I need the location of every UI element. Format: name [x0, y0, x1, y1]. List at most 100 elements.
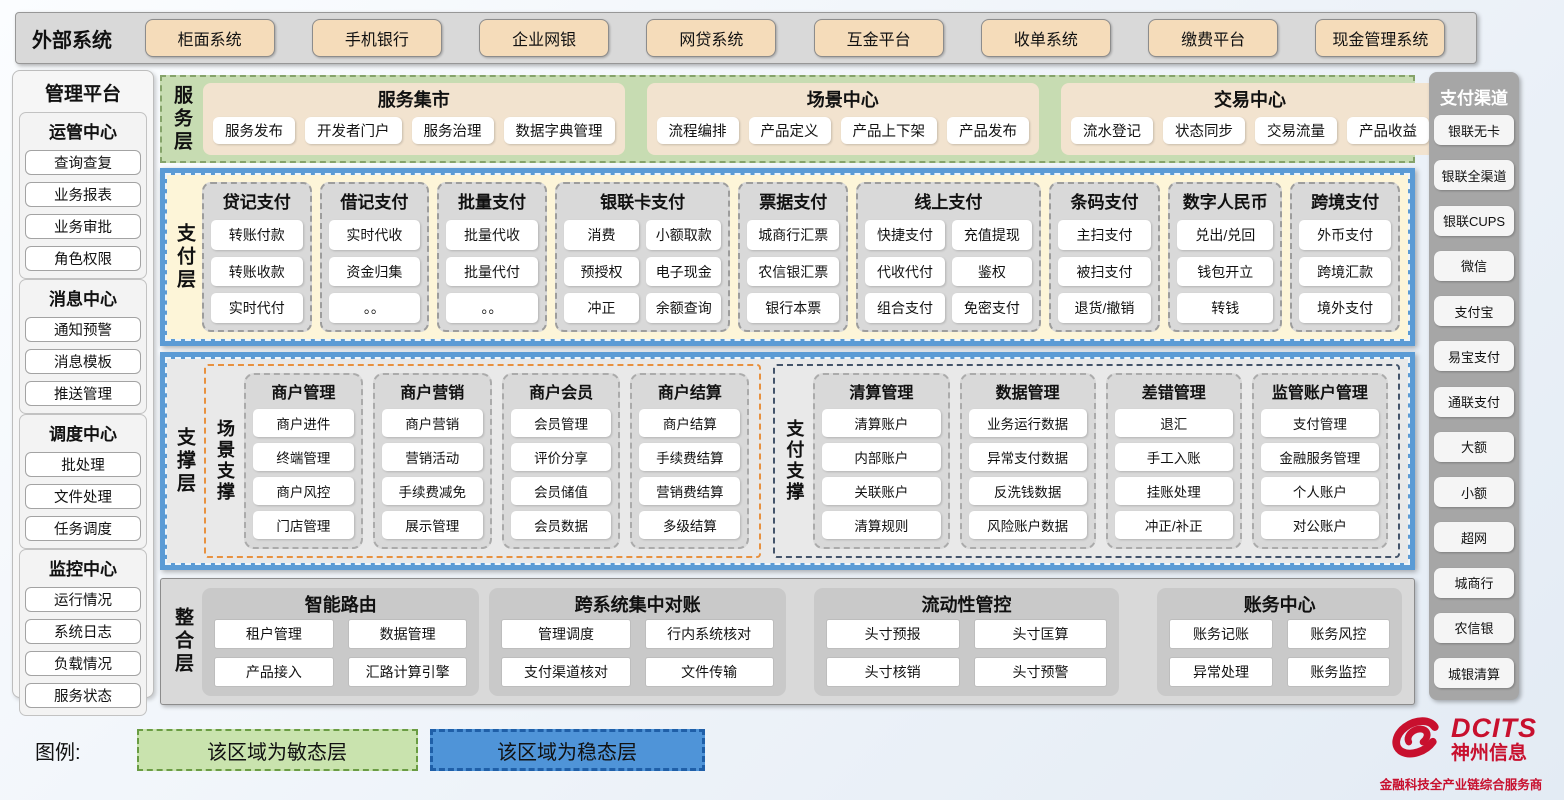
payment-row: 兑出/兑回 — [1177, 220, 1274, 250]
integration-panel-grid: 头寸预报头寸匡算头寸核销头寸预警 — [825, 618, 1108, 687]
support-item-box: 关联账户 — [822, 477, 941, 505]
integration-layer: 整合层 智能路由租户管理数据管理产品接入汇路计算引擎跨系统集中对账管理调度行内系… — [160, 578, 1415, 705]
support-item-box: 展示管理 — [381, 511, 483, 539]
integration-panel: 智能路由租户管理数据管理产品接入汇路计算引擎 — [202, 587, 480, 696]
payment-item-box: 实时代收 — [328, 220, 421, 250]
service-layer: 服务层 服务集市服务发布开发者门户服务治理数据字典管理场景中心流程编排产品定义产… — [160, 75, 1439, 163]
channel-item-box: 易宝支付 — [1434, 341, 1514, 372]
management-item-box: 消息模板 — [25, 349, 141, 374]
external-system-box: 互金平台 — [813, 19, 944, 57]
integration-item-box: 数据管理 — [347, 618, 468, 649]
payment-item-box: 境外支付 — [1299, 293, 1391, 324]
support-item-box: 营销费结算 — [639, 477, 741, 505]
management-group-title: 消息中心 — [49, 290, 117, 309]
service-panel: 场景中心流程编排产品定义产品上下架产品发布 — [646, 83, 1039, 155]
integration-panel-grid: 账务记账账务风控异常处理账务监控 — [1169, 618, 1390, 687]
payment-item-box: 资金归集 — [328, 256, 421, 287]
payment-item-box: 冲正 — [563, 293, 640, 324]
external-system-box: 收单系统 — [980, 19, 1111, 57]
support-item-box: 多级结算 — [639, 511, 741, 539]
management-group-title: 运管中心 — [49, 123, 117, 142]
payment-column-title: 贷记支付 — [222, 193, 291, 212]
support-column: 商户会员会员管理评价分享会员储值会员数据 — [501, 373, 621, 549]
payment-item-box: 转账付款 — [211, 220, 303, 250]
service-panel-items: 流程编排产品定义产品上下架产品发布 — [656, 112, 1029, 155]
support-item-box: 会员数据 — [510, 511, 612, 539]
service-item-box: 流程编排 — [656, 116, 739, 144]
payment-row: 被扫支付 — [1057, 256, 1152, 287]
payment-item-box: 小额取款 — [646, 220, 722, 250]
support-item-box: 风险账户数据 — [968, 511, 1087, 539]
integration-panels: 智能路由租户管理数据管理产品接入汇路计算引擎跨系统集中对账管理调度行内系统核对支… — [202, 587, 1402, 696]
payment-item-box: 退货/撤销 — [1057, 293, 1152, 324]
service-panel-title: 场景中心 — [806, 90, 879, 110]
management-item-box: 角色权限 — [25, 246, 141, 271]
payment-item-box: 批量代收 — [446, 220, 538, 250]
channel-item-box: 银联全渠道 — [1434, 160, 1514, 191]
payment-item-box: 。。 — [446, 293, 538, 324]
payment-row: 实时代付 — [211, 293, 303, 324]
payment-item-box: 组合支付 — [865, 293, 945, 324]
channel-item-box: 银联CUPS — [1434, 205, 1514, 236]
management-item-box: 服务状态 — [25, 683, 141, 708]
payment-row: 转账付款 — [211, 220, 303, 250]
service-panel-title: 服务集市 — [377, 90, 450, 110]
management-group: 消息中心通知预警消息模板推送管理 — [19, 279, 147, 414]
integration-item-box: 行内系统核对 — [644, 618, 774, 649]
support-section-scene: 场景支撑商户管理商户进件终端管理商户风控门店管理商户营销商户营销营销活动手续费减… — [204, 364, 762, 558]
payment-column-title: 条码支付 — [1070, 193, 1139, 212]
payment-row: 预授权电子现金 — [563, 256, 722, 287]
dcits-logo: DCITS 神州信息 金融科技全产业链综合服务商 — [1376, 708, 1546, 793]
channel-item-box: 银联无卡 — [1434, 115, 1514, 145]
support-item-box: 清算账户 — [822, 409, 941, 437]
support-item-box: 金融服务管理 — [1260, 443, 1380, 471]
support-item-box: 对公账户 — [1260, 511, 1380, 539]
external-system-box: 企业网银 — [479, 19, 610, 57]
payment-item-box: 转钱 — [1177, 293, 1274, 324]
integration-panel: 流动性管控头寸预报头寸匡算头寸核销头寸预警 — [813, 587, 1120, 696]
payment-column: 票据支付城商行汇票农信银汇票银行本票 — [738, 182, 849, 332]
management-group: 监控中心运行情况系统日志负载情况服务状态 — [19, 549, 147, 716]
integration-item-box: 汇路计算引擎 — [347, 656, 468, 687]
integration-panel-grid: 租户管理数据管理产品接入汇路计算引擎 — [214, 618, 468, 687]
channel-item-box: 微信 — [1434, 250, 1514, 281]
support-column: 差错管理退汇手工入账挂账处理冲正/补正 — [1105, 373, 1242, 549]
management-group: 调度中心批处理文件处理任务调度 — [19, 414, 147, 549]
payment-item-box: 农信银汇票 — [747, 256, 840, 287]
support-sections: 场景支撑商户管理商户进件终端管理商户风控门店管理商户营销商户营销营销活动手续费减… — [204, 364, 1400, 558]
support-item-box: 门店管理 — [253, 511, 354, 539]
payment-row: 实时代收 — [328, 220, 421, 250]
support-item-box: 商户结算 — [639, 409, 741, 437]
payment-row: 冲正余额查询 — [563, 293, 722, 324]
integration-item-box: 账务风控 — [1286, 618, 1390, 649]
payment-item-box: 预授权 — [563, 256, 640, 287]
external-system-box: 手机银行 — [311, 19, 442, 57]
payment-item-box: 实时代付 — [211, 293, 303, 324]
channel-item-box: 城银清算 — [1434, 658, 1514, 688]
payment-item-box: 消费 — [563, 220, 640, 250]
payment-item-box: 被扫支付 — [1057, 256, 1152, 287]
payment-row: 农信银汇票 — [747, 256, 840, 287]
payment-layer: 支付层 贷记支付转账付款转账收款实时代付借记支付实时代收资金归集。。批量支付批量… — [160, 168, 1415, 346]
payment-column: 线上支付快捷支付充值提现代收代付鉴权组合支付免密支付 — [856, 182, 1041, 332]
support-item-box: 商户风控 — [253, 477, 354, 505]
integration-item-box: 头寸核销 — [825, 656, 960, 687]
integration-item-box: 头寸预报 — [825, 618, 960, 649]
support-section-label: 支付支撑 — [784, 419, 805, 503]
support-item-box: 清算规则 — [822, 511, 941, 539]
management-item-box: 批处理 — [25, 452, 141, 477]
support-layer-label: 支撑层 — [174, 426, 195, 496]
management-group-title: 调度中心 — [49, 425, 117, 444]
support-item-box: 商户营销 — [381, 409, 483, 437]
dcits-logo-name: DCITS — [1451, 713, 1537, 744]
support-item-box: 营销活动 — [381, 443, 483, 471]
management-platform-panel: 管理平台 运管中心查询查复业务报表业务审批角色权限消息中心通知预警消息模板推送管… — [12, 70, 154, 716]
integration-item-box: 文件传输 — [644, 656, 774, 687]
channel-item-box: 通联支付 — [1434, 386, 1514, 417]
payment-item-box: 鉴权 — [951, 256, 1032, 287]
legend-label: 图例: — [35, 741, 81, 764]
integration-item-box: 产品接入 — [214, 656, 334, 687]
support-column: 商户结算商户结算手续费结算营销费结算多级结算 — [630, 373, 750, 549]
integration-panel-title: 流动性管控 — [921, 594, 1012, 615]
